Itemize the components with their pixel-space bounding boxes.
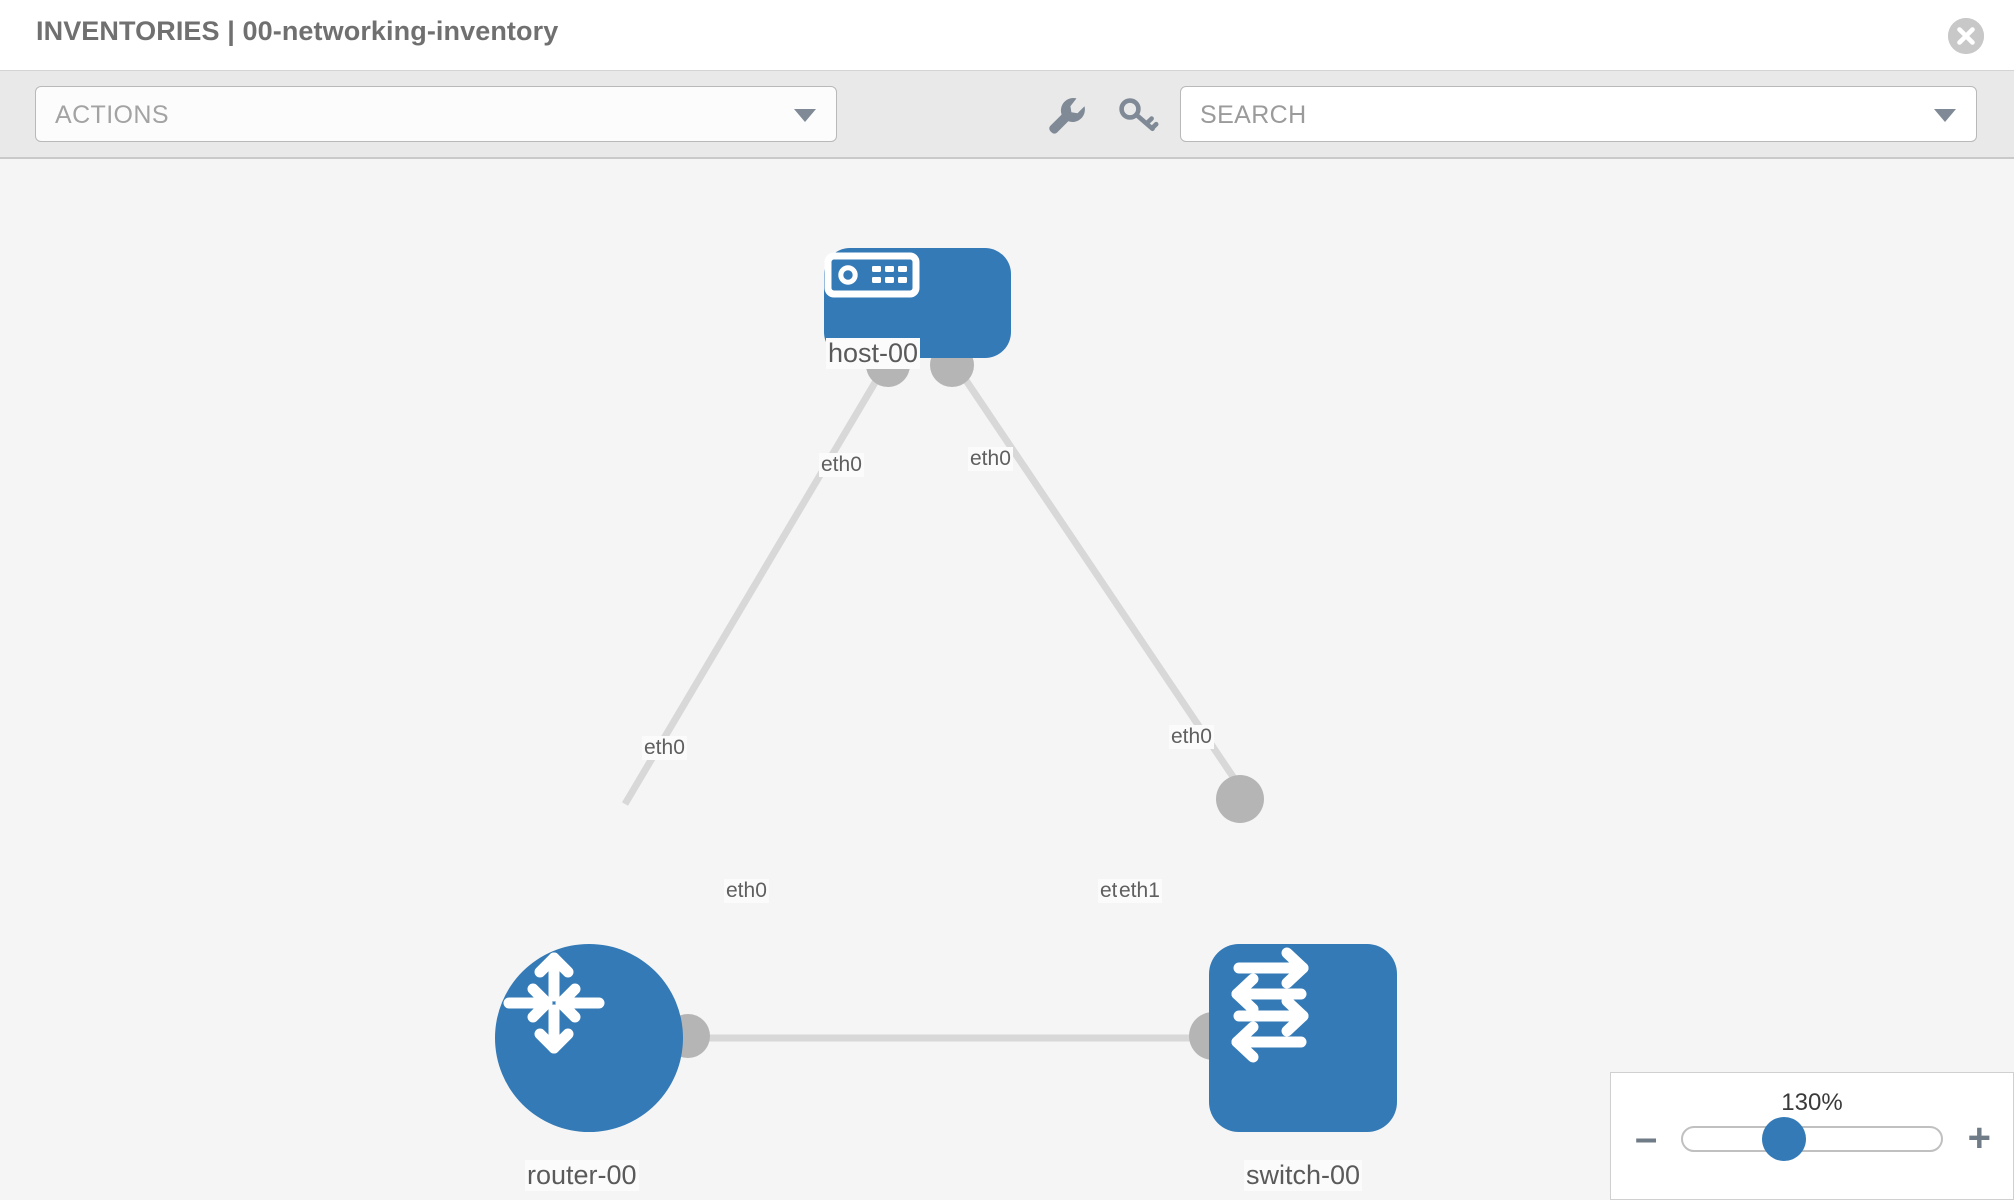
topology-graph: host-00 router-00 switch-00 eth0 eth0 et… bbox=[0, 159, 2014, 1200]
key-icon[interactable] bbox=[1113, 89, 1163, 139]
chevron-down-icon bbox=[794, 109, 816, 122]
link-host-switch bbox=[952, 362, 1251, 801]
zoom-level-value: 130% bbox=[1781, 1089, 1843, 1116]
interface-dot-switch-top bbox=[1216, 775, 1264, 823]
close-icon[interactable] bbox=[1948, 18, 1984, 54]
zoom-slider-thumb[interactable] bbox=[1762, 1117, 1806, 1161]
zoom-out-button[interactable]: – bbox=[1635, 1116, 1658, 1160]
topology-node-router-00[interactable] bbox=[495, 944, 683, 1132]
zoom-in-button[interactable]: + bbox=[1967, 1116, 1991, 1160]
page-header: INVENTORIES | 00-networking-inventory bbox=[0, 0, 2014, 70]
actions-dropdown-label: ACTIONS bbox=[55, 101, 169, 129]
server-icon bbox=[824, 252, 920, 298]
zoom-slider-track[interactable] bbox=[1681, 1126, 1943, 1152]
actions-dropdown[interactable]: ACTIONS bbox=[35, 86, 837, 142]
topology-canvas[interactable]: host-00 router-00 switch-00 eth0 eth0 et… bbox=[0, 159, 2014, 1200]
topology-node-host-00[interactable] bbox=[824, 248, 1011, 358]
host-node-shape bbox=[824, 248, 1011, 358]
switch-arrows-icon bbox=[1231, 947, 1309, 1063]
search-placeholder: SEARCH bbox=[1200, 101, 1307, 129]
page-title: INVENTORIES | 00-networking-inventory bbox=[36, 16, 559, 46]
topology-node-switch-00[interactable] bbox=[1209, 944, 1397, 1132]
router-arrows-icon bbox=[503, 952, 605, 1054]
search-input[interactable]: SEARCH bbox=[1180, 86, 1977, 142]
toolbar: ACTIONS SEARCH bbox=[0, 70, 2014, 159]
router-node-shape bbox=[495, 944, 683, 1132]
switch-node-shape bbox=[1209, 944, 1397, 1132]
chevron-down-icon[interactable] bbox=[1934, 109, 1956, 122]
link-host-router bbox=[621, 362, 890, 806]
zoom-control-panel: 130% – + bbox=[1610, 1072, 2014, 1200]
interface-endpoints bbox=[666, 343, 1264, 1060]
wrench-icon[interactable] bbox=[1040, 89, 1090, 139]
